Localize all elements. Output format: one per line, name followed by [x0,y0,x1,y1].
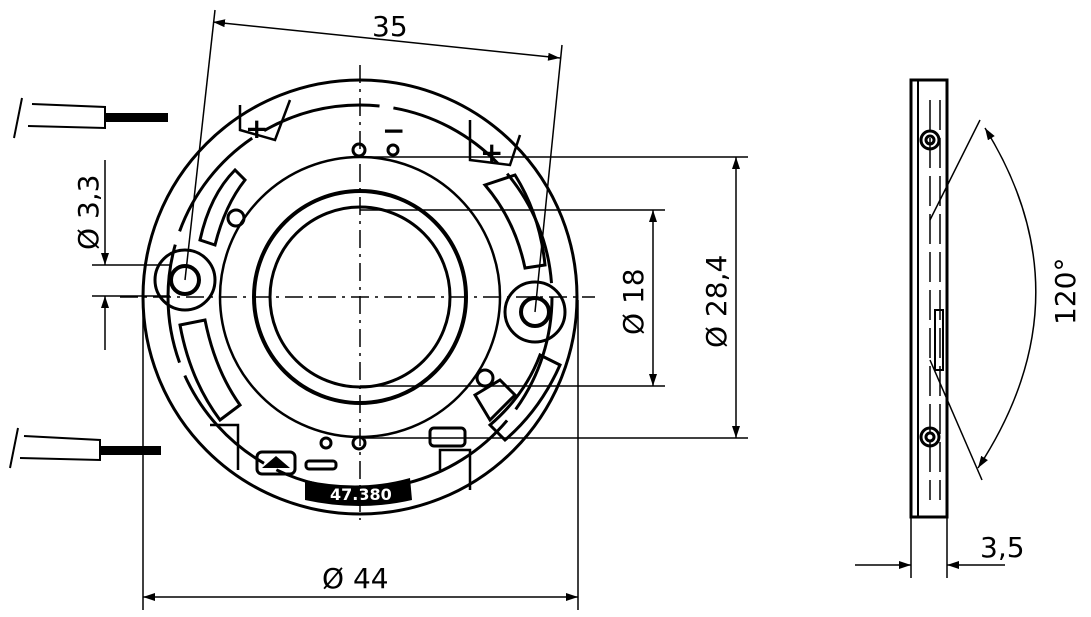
wire-top [13,97,168,139]
part-number: 47.380 [330,485,392,504]
plus-marking-right: + [480,136,503,169]
dimension-hole [92,160,170,350]
dimension-28-4-label: Ø 28,4 [700,255,733,348]
dimension-18 [360,209,665,387]
dimension-hole-label: Ø 3,3 [72,175,105,250]
minus-marking: − [382,114,405,147]
plus-marking-left: + [245,112,268,145]
dimension-18-label: Ø 18 [617,268,650,335]
dimension-28-4 [365,156,748,439]
led-holder-side-view [909,78,949,519]
dimension-angle [929,119,1037,481]
dimension-angle-label: 120° [1049,258,1082,325]
center-lines [120,65,595,520]
part-number-badge: 47.380 [305,478,412,506]
dimension-thickness [855,517,1005,578]
wire-bottom [9,427,161,469]
dimension-44 [142,300,579,610]
dimension-thickness-label: 3,5 [980,531,1025,564]
dimension-44-label: Ø 44 [322,562,389,595]
dimension-35 [184,9,563,313]
dimension-35-label: 35 [372,10,408,43]
